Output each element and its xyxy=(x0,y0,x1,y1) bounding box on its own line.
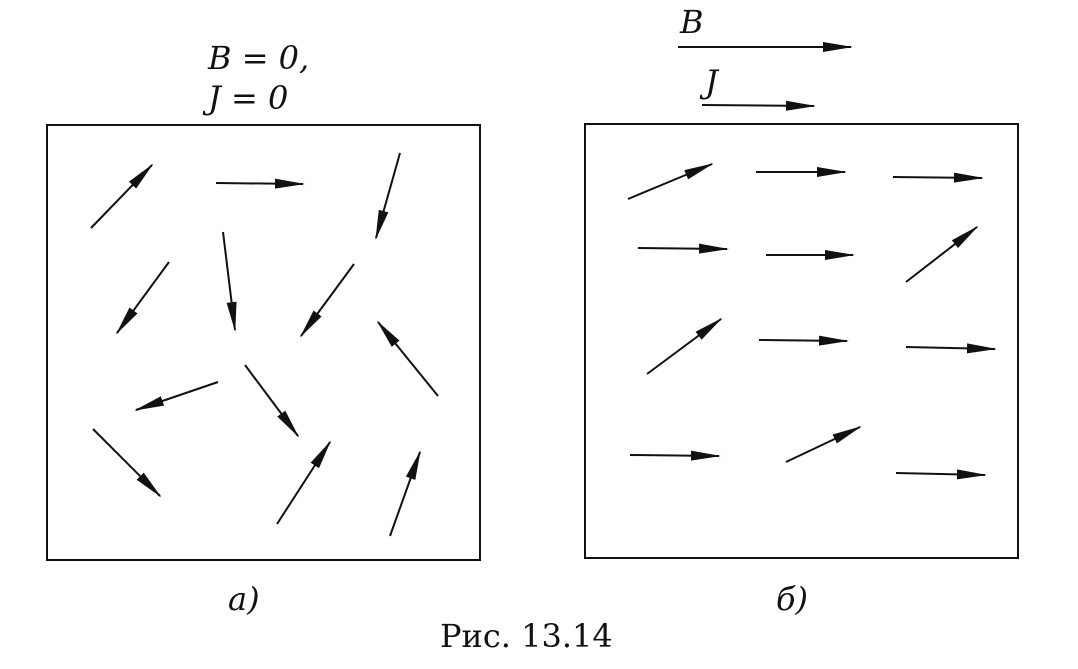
spin-b-arrow-icon xyxy=(646,317,723,375)
panel-b-j-label: J xyxy=(705,63,718,101)
spin-a-arrow-icon xyxy=(90,163,154,229)
spin-a-arrow-icon xyxy=(215,178,305,189)
spin-a-arrow-icon xyxy=(299,263,355,338)
panel-b-b-label: B xyxy=(680,3,704,41)
spin-b-arrow-icon xyxy=(895,469,987,480)
spin-a-arrow-icon xyxy=(389,450,421,537)
spin-a-arrow-icon xyxy=(376,320,439,397)
spin-b-arrow-icon xyxy=(892,172,984,183)
field-j-arrow-arrow-icon xyxy=(701,100,816,111)
spin-a-arrow-icon xyxy=(222,231,237,332)
spin-a-arrow-icon xyxy=(134,381,219,411)
spin-a-arrow-icon xyxy=(92,428,162,498)
spin-b-arrow-icon xyxy=(637,243,729,254)
panel-a-b-label: B = 0, xyxy=(208,39,310,77)
panel-a-box xyxy=(46,124,481,561)
spin-a-arrow-icon xyxy=(375,152,401,240)
panel-b-caption: б) xyxy=(776,580,809,618)
panel-a-caption: a) xyxy=(228,580,260,618)
figure-caption: Рис. 13.14 xyxy=(440,617,613,655)
spin-b-arrow-icon xyxy=(785,426,862,463)
panel-a-j-label: J = 0 xyxy=(208,79,289,117)
spin-a-arrow-icon xyxy=(276,440,332,525)
spin-a-arrow-icon xyxy=(244,364,300,438)
panel-b-box xyxy=(584,123,1019,559)
spin-b-arrow-icon xyxy=(627,163,714,200)
spin-b-arrow-icon xyxy=(629,450,721,461)
spin-b-arrow-icon xyxy=(905,225,979,283)
spin-b-arrow-icon xyxy=(758,335,849,346)
spin-a-arrow-icon xyxy=(115,261,170,335)
spin-b-arrow-icon xyxy=(905,343,997,354)
